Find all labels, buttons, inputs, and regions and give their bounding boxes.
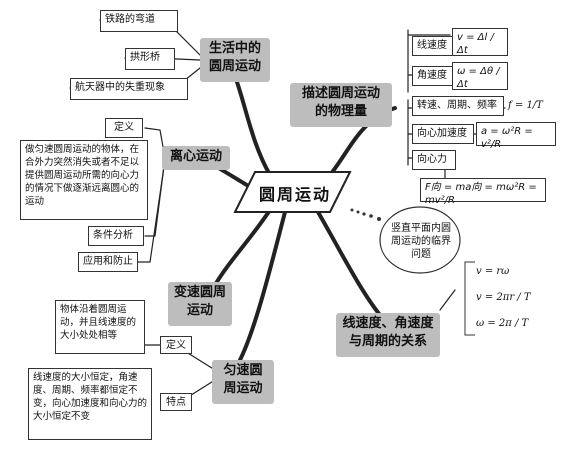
topic-variable-speed: 变速圆周运动	[168, 282, 232, 326]
topic-quantities: 描述圆周运动的物理量	[290, 83, 392, 127]
centrifugal-condition-analysis: 条件分析	[88, 226, 144, 246]
center-title: 圆周运动	[258, 185, 331, 204]
vertical-problem-text: 竖直平面内圆周运动的临界问题	[391, 223, 451, 260]
topic-life-label: 生活中的圆周运动	[208, 41, 261, 74]
formula-frequency: f = 1/T	[508, 100, 543, 111]
formula-centripetal-force: F向 = ma向 = mω²R = mv²/R	[420, 178, 546, 206]
life-item-railway: 铁路的弯道	[100, 10, 178, 32]
topic-life: 生活中的圆周运动	[200, 38, 270, 82]
topic-centrifugal: 离心运动	[162, 146, 230, 170]
topic-relation: 线速度、角速度与周期的关系	[336, 313, 440, 357]
topic-uniform: 匀速圆周运动	[212, 360, 274, 404]
quantity-linear-velocity: 线速度	[412, 36, 456, 56]
uniform-feature-text: 线速度的大小恒定，角速度、周期、频率都恒定不变，向心加速度和向心力的大小恒定不变	[28, 368, 152, 440]
life-item-arch-bridge: 拱形桥	[125, 48, 175, 70]
relation-formula-2: v = 2πr / T	[476, 292, 531, 303]
vertical-problem-bubble	[379, 206, 461, 274]
branch-variable	[213, 208, 272, 287]
branch-life	[230, 66, 272, 177]
relation-formula-1: v = rω	[476, 266, 510, 277]
relation-formula-3: ω = 2π / T	[476, 318, 529, 329]
uniform-definition-text: 物体沿着圆周运动，并且线速度的大小处处相等	[55, 300, 145, 354]
centrifugal-application: 应用和防止	[78, 252, 138, 272]
life-item-weightlessness: 航天器中的失重现象	[70, 78, 188, 100]
quantity-centripetal-force: 向心力	[412, 150, 456, 170]
branch-relation	[316, 210, 382, 317]
topic-centrifugal-label: 离心运动	[169, 149, 222, 164]
quantity-angular-velocity: 角速度	[412, 66, 456, 86]
uniform-definition-label: 定义	[160, 336, 192, 354]
topic-variable-speed-label: 变速圆周运动	[174, 285, 227, 318]
quantity-speed-period-frequency: 转速、周期、频率	[412, 96, 504, 116]
topic-relation-label: 线速度、角速度与周期的关系	[342, 316, 434, 349]
formula-angular-velocity: ω = Δθ / Δt	[452, 62, 508, 90]
topic-uniform-label: 匀速圆周运动	[223, 363, 263, 396]
formula-linear-velocity: v = Δl / Δt	[452, 28, 508, 56]
quantity-centripetal-acceleration: 向心加速度	[412, 124, 474, 144]
topic-quantities-label: 描述圆周运动的物理量	[301, 86, 380, 119]
branch-uniform	[238, 210, 287, 362]
centrifugal-definition-label: 定义	[105, 118, 143, 138]
formula-centripetal-acceleration: a = ω²R = v²/R	[476, 122, 556, 150]
uniform-feature-label: 特点	[160, 393, 192, 411]
center-shape	[233, 171, 352, 213]
centrifugal-definition-text: 做匀速圆周运动的物体，在合外力突然消失或者不足以提供圆周运动所需的向心力的情况下…	[20, 140, 148, 220]
